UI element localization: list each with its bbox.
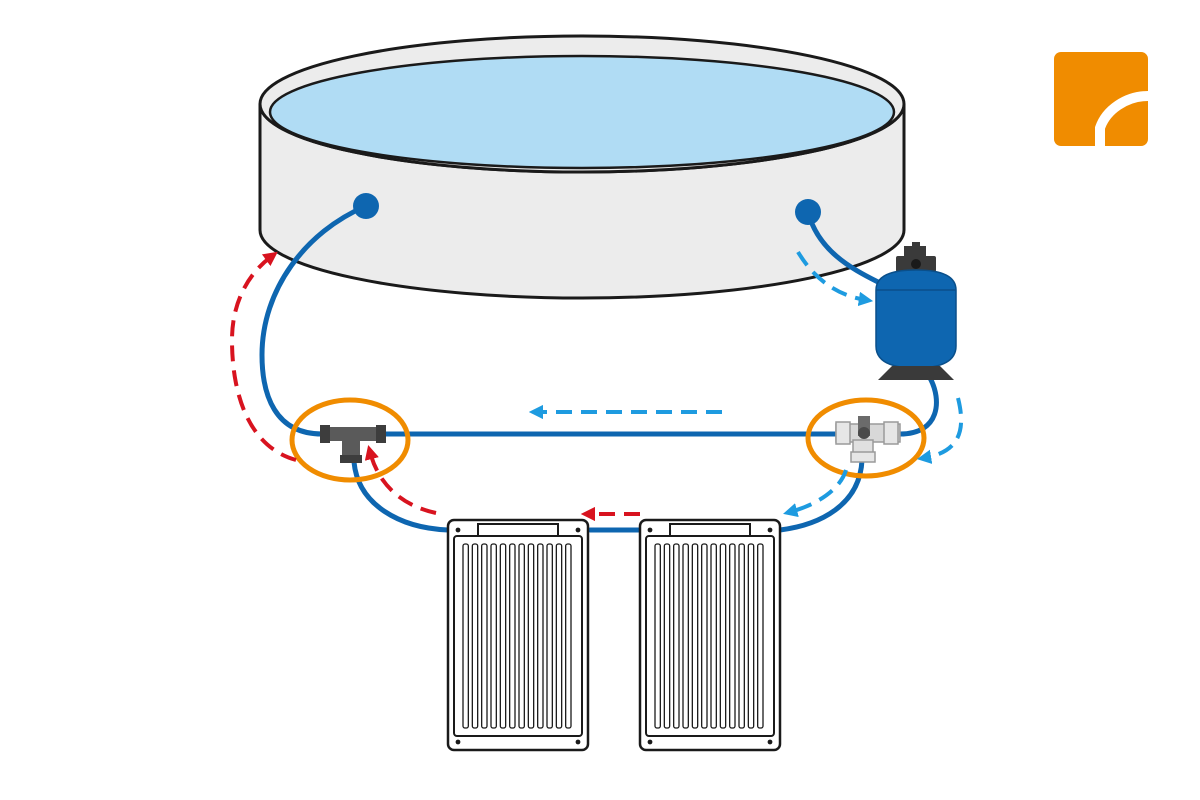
collector-bolt bbox=[575, 739, 581, 745]
valve-to-collector-pipe bbox=[777, 457, 865, 533]
collector-tube bbox=[701, 543, 708, 729]
cold-flow-arrows bbox=[528, 250, 963, 518]
brand-corner-logo bbox=[1054, 52, 1148, 146]
solar-collector-2 bbox=[638, 518, 782, 752]
cold-flow-arrow-filter bbox=[916, 397, 963, 464]
collector-tube bbox=[747, 543, 755, 729]
collector-tube bbox=[555, 543, 563, 729]
collector-tube bbox=[471, 543, 479, 729]
hot-flow-arrow-to-pool bbox=[229, 251, 297, 462]
cold-flow-arrow-suction bbox=[796, 250, 874, 307]
pool bbox=[258, 34, 906, 300]
cold-flow-arrow-collector bbox=[783, 469, 848, 518]
pool-outlet-port bbox=[795, 199, 821, 225]
collector-bolt bbox=[455, 739, 461, 745]
collector-tube bbox=[537, 543, 544, 729]
three-way-valve-icon bbox=[835, 416, 901, 463]
hot-flow-arrows bbox=[229, 251, 640, 522]
collector-bolt bbox=[767, 527, 773, 533]
pool-return-port bbox=[353, 193, 379, 219]
collector-tube bbox=[663, 543, 671, 729]
pool-water bbox=[268, 54, 896, 170]
solar-collector-1 bbox=[446, 518, 590, 752]
collector-tube bbox=[481, 543, 488, 729]
collector-to-tee-pipe bbox=[351, 459, 451, 533]
collector-tube bbox=[546, 543, 553, 729]
collector-bolt bbox=[767, 739, 773, 745]
collector-header bbox=[669, 523, 751, 537]
collector-bolt bbox=[575, 527, 581, 533]
collector-bolt bbox=[455, 527, 461, 533]
tee-highlight-ring bbox=[289, 397, 411, 483]
collector-tube bbox=[738, 543, 745, 729]
collector-tube bbox=[462, 543, 469, 729]
collector-tube bbox=[757, 543, 764, 729]
return-pipe bbox=[259, 203, 369, 437]
collector-tube bbox=[654, 543, 661, 729]
collector-header bbox=[477, 523, 559, 537]
valve-highlight-ring bbox=[805, 397, 927, 479]
collector-tube bbox=[527, 543, 535, 729]
pipe-network bbox=[259, 203, 939, 533]
collector-tube bbox=[729, 543, 736, 729]
collector-bolt bbox=[647, 739, 653, 745]
tee-connector-icon bbox=[320, 425, 386, 463]
collector-tube bbox=[691, 543, 699, 729]
collector-tube bbox=[682, 543, 689, 729]
collector-tube bbox=[509, 543, 516, 729]
collector-bolt bbox=[647, 527, 653, 533]
collector-tube bbox=[673, 543, 680, 729]
collector-tube bbox=[518, 543, 525, 729]
hot-flow-arrow-to-tee bbox=[364, 445, 437, 515]
filter-tank-icon bbox=[875, 242, 957, 380]
collector-tube bbox=[490, 543, 497, 729]
collector-tube bbox=[499, 543, 507, 729]
collector-tube bbox=[719, 543, 727, 729]
collector-tube bbox=[565, 543, 572, 729]
collector-tube bbox=[710, 543, 717, 729]
filter-to-valve-pipe bbox=[897, 375, 939, 437]
